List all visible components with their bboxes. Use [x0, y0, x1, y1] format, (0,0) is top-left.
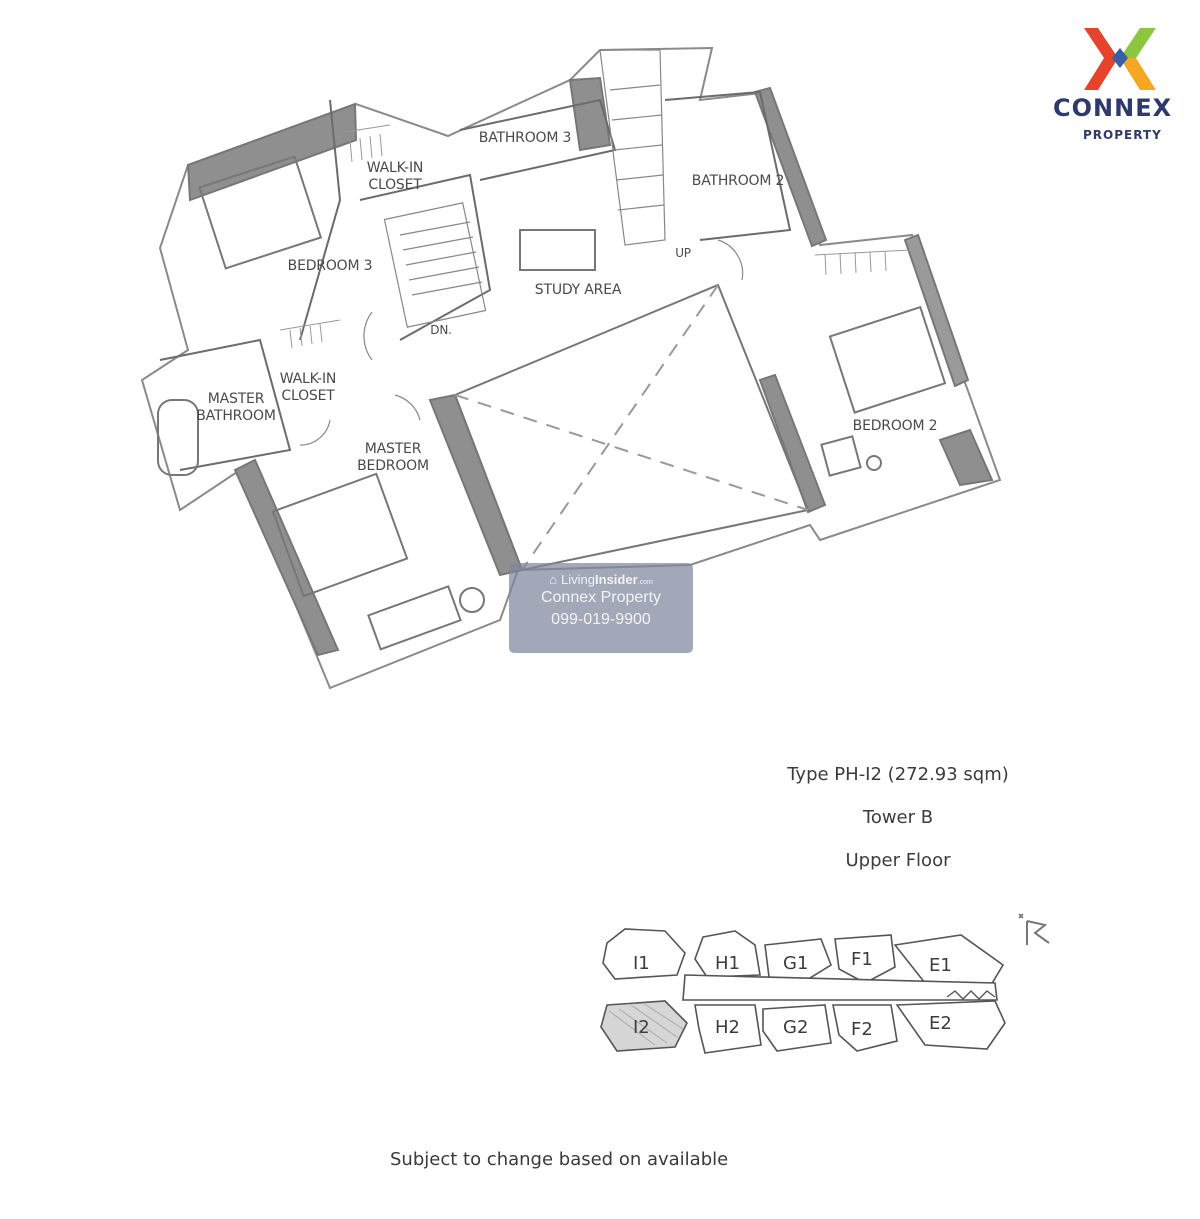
north-arrow-icon — [1018, 913, 1050, 945]
staircase-main — [383, 202, 487, 328]
wall — [428, 393, 524, 577]
key-label-E1: E1 — [929, 955, 952, 976]
door-swing — [363, 311, 373, 361]
door-swing — [394, 394, 421, 421]
label-walkin-closet-mid: WALK-IN CLOSET — [279, 371, 337, 404]
key-label-F1: F1 — [851, 949, 873, 970]
unit-tower: Tower B — [862, 807, 934, 828]
door-swing — [299, 419, 331, 446]
label-master-bedroom: MASTER BEDROOM — [357, 441, 429, 474]
label-study-area: STUDY AREA — [534, 282, 622, 298]
double-volume-void — [453, 283, 810, 572]
key-unit-E2 — [895, 1000, 1006, 1050]
wall — [758, 373, 827, 514]
label-bathroom-3: BATHROOM 3 — [478, 130, 572, 146]
label-bathroom-2: BATHROOM 2 — [691, 173, 785, 189]
key-unit-F1 — [834, 934, 896, 984]
key-label-I2: I2 — [633, 1017, 650, 1038]
connex-logo — [1084, 28, 1156, 90]
key-label-H1: H1 — [715, 953, 740, 974]
wall — [903, 233, 970, 388]
disclaimer-text: Subject to change based on available — [390, 1149, 729, 1170]
label-bedroom-3: BEDROOM 3 — [287, 258, 373, 274]
key-label-G2: G2 — [783, 1017, 808, 1038]
key-unit-E1 — [893, 934, 1005, 986]
label-dn: DN. — [430, 323, 452, 337]
sofa-master — [367, 585, 462, 651]
watermark-phone: 099-019-9900 — [551, 611, 651, 628]
wall — [938, 428, 994, 487]
staircase-upper — [599, 49, 666, 246]
watermark-brand: ⌂ LivingInsider.com — [549, 572, 653, 587]
label-master-bathroom: MASTER BATHROOM — [196, 391, 276, 424]
door-swing — [717, 239, 744, 281]
logo-wordmark: CONNEX — [1053, 94, 1173, 122]
key-unit-H1 — [694, 930, 761, 978]
key-label-G1: G1 — [783, 953, 808, 974]
key-unit-I2 — [600, 1000, 688, 1052]
partition — [299, 99, 342, 341]
key-unit-G1 — [764, 938, 832, 982]
bed-bedroom-3 — [198, 155, 323, 270]
unit-floor: Upper Floor — [845, 850, 951, 871]
key-label-I1: I1 — [633, 953, 650, 974]
wall — [233, 458, 340, 657]
bed-bedroom-2 — [828, 305, 947, 414]
side-table — [459, 587, 485, 613]
unit-type: Type PH-I2 (272.93 sqm) — [787, 764, 1009, 785]
partition — [359, 173, 492, 341]
key-label-E2: E2 — [929, 1013, 952, 1034]
key-unit-F2 — [832, 1004, 898, 1052]
bed-master — [271, 472, 409, 598]
floor-plan-drawing — [140, 46, 1002, 690]
label-bedroom-2: BEDROOM 2 — [852, 418, 938, 434]
key-unit-I1 — [602, 928, 686, 980]
watermark-agency: Connex Property — [540, 589, 662, 606]
partition — [664, 90, 792, 241]
study-desk — [519, 229, 596, 271]
wall — [186, 102, 358, 202]
side-table — [866, 455, 882, 471]
key-label-H2: H2 — [715, 1017, 740, 1038]
partition — [459, 98, 617, 181]
house-icon: ⌂ — [549, 572, 558, 587]
armchair-bedroom-2 — [820, 435, 862, 477]
key-unit-H2 — [694, 1004, 762, 1054]
wall — [568, 76, 612, 152]
floor-plan-outline — [140, 46, 1002, 690]
logo-subtitle: PROPERTY — [1083, 128, 1162, 142]
bathtub-master — [157, 399, 199, 476]
wall — [753, 86, 828, 248]
key-unit-G2 — [762, 1004, 832, 1052]
closet-hatching — [279, 124, 911, 349]
watermark: ⌂ LivingInsider.com Connex Property 099-… — [509, 563, 693, 653]
key-corridor-top — [682, 974, 998, 1001]
partition — [159, 338, 292, 471]
key-label-F2: F2 — [851, 1019, 873, 1040]
label-up: UP — [675, 246, 691, 260]
key-plan: I1 H1 G1 F1 E1 I2 H2 G2 F2 E2 — [600, 913, 1050, 1054]
label-walkin-closet-top: WALK-IN CLOSET — [366, 160, 424, 193]
